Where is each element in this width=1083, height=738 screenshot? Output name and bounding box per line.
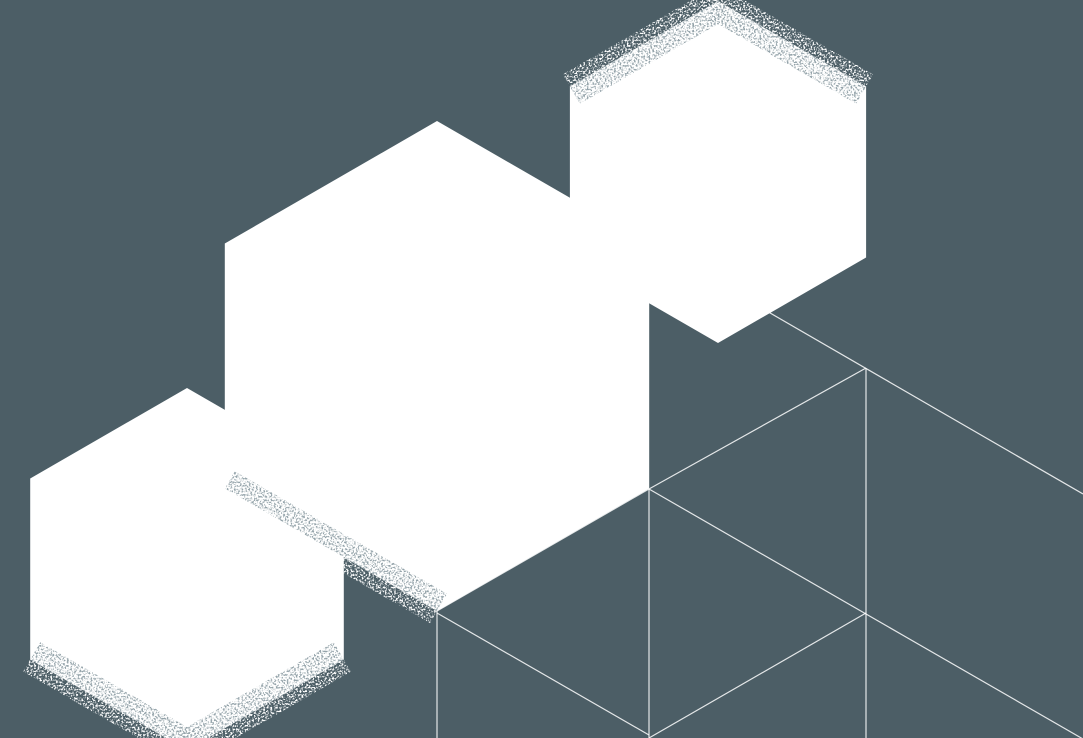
grain-band-outer [217,488,437,624]
grain-band-inner [708,1,867,104]
hexagons [30,1,867,738]
lattice-line [648,488,1083,738]
lattice-line [436,488,650,612]
lattice-line [648,367,867,490]
grain-band-inner [177,642,344,738]
grain-band-outer [718,0,874,87]
grain-edges [23,0,874,738]
lattice-line [648,612,867,738]
grain-band-outer [207,659,351,738]
grain-band-outer [23,659,167,738]
grain-band-inner [30,642,197,738]
grain-band-inner [569,1,728,104]
hexagon-bottom-left [30,388,344,738]
grain-band-inner [224,471,447,611]
grain-band-outer [562,0,718,87]
lattice-line [436,612,650,736]
